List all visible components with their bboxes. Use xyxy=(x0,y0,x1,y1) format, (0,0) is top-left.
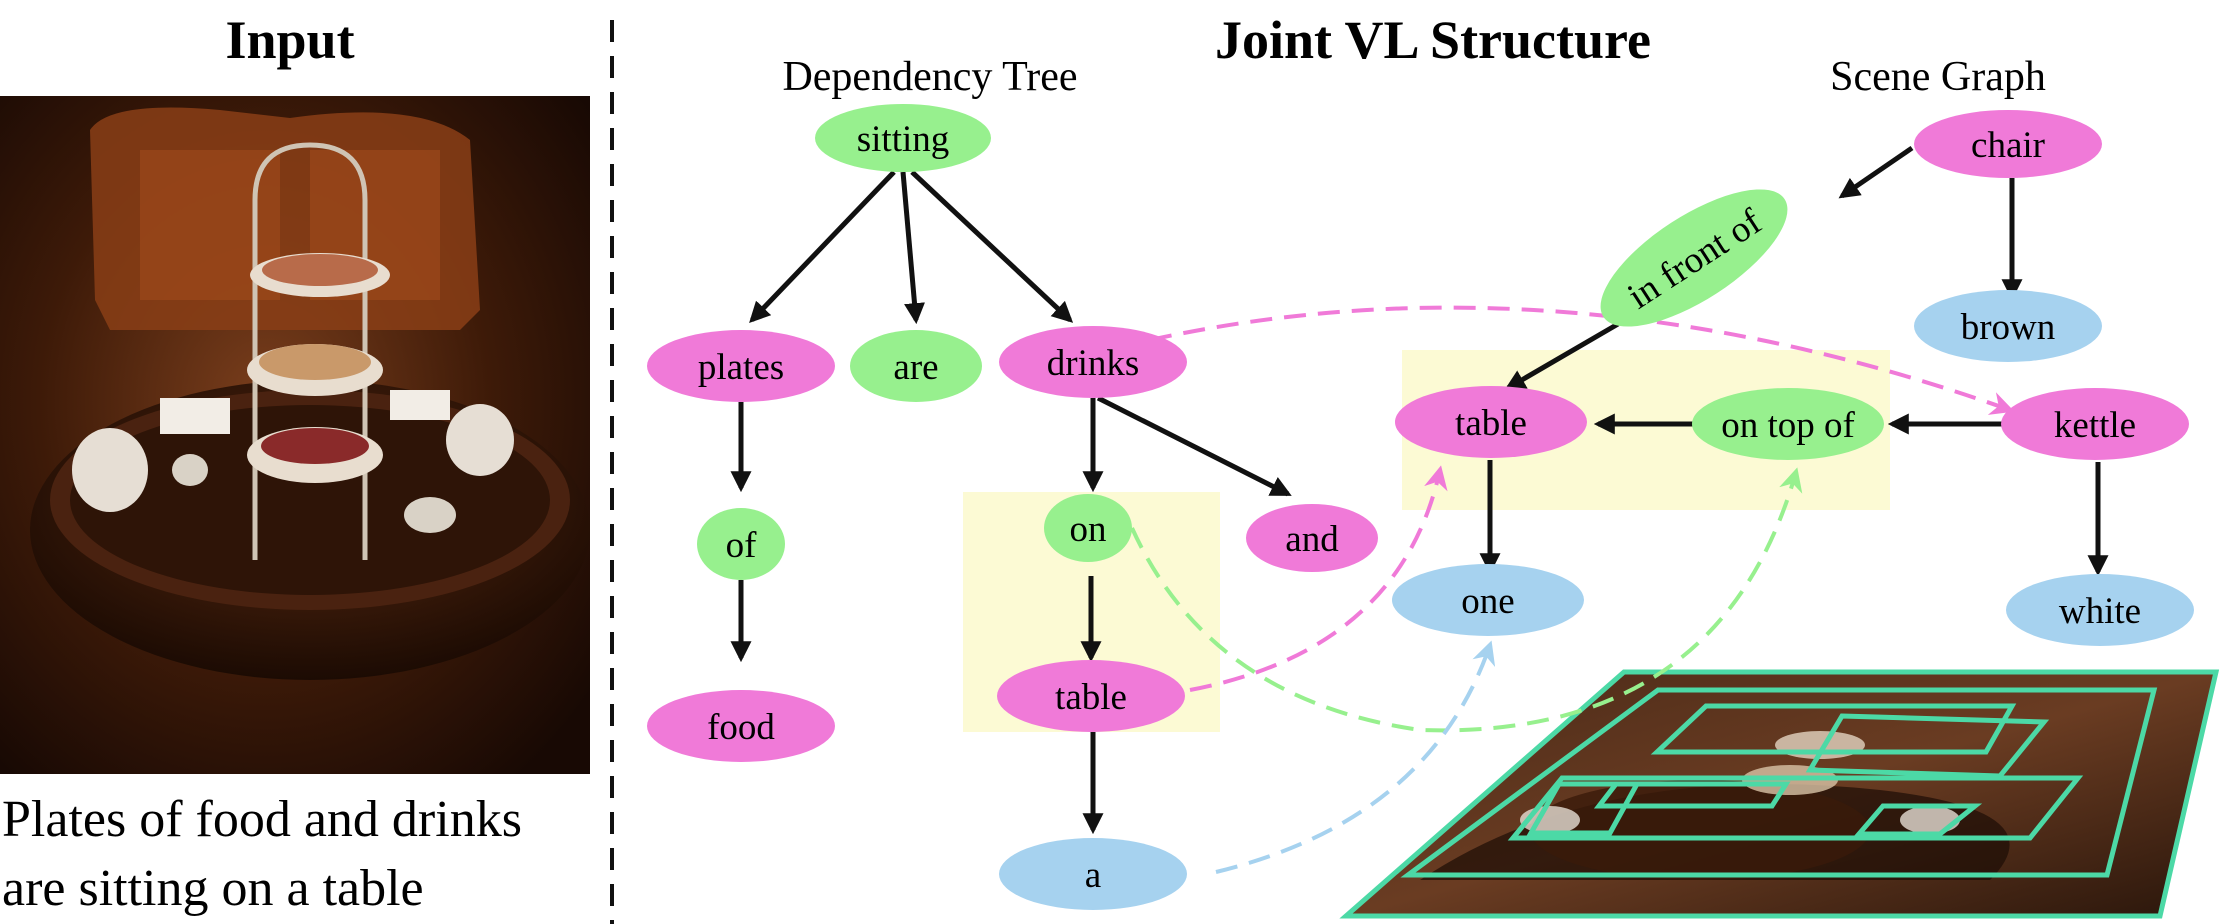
node-label: on xyxy=(1070,509,1107,550)
dep-node-plates: plates xyxy=(647,330,835,402)
node-label: on top of xyxy=(1721,405,1855,446)
dep-node-drinks: drinks xyxy=(999,326,1187,398)
sg-node-kettle: kettle xyxy=(2001,388,2189,460)
sg-node-brown: brown xyxy=(1914,290,2102,362)
sg-node-on-top-of: on top of xyxy=(1692,388,1884,460)
node-label: table xyxy=(1455,403,1527,444)
structure-edges xyxy=(730,145,2109,835)
node-label: sitting xyxy=(857,119,950,160)
node-label: one xyxy=(1461,581,1514,622)
input-caption-line1: Plates of food and drinks xyxy=(2,791,522,848)
node-label: kettle xyxy=(2054,405,2136,446)
node-label: and xyxy=(1285,519,1339,560)
alignment-a-one xyxy=(1215,640,1496,874)
dep-node-of: of xyxy=(697,508,785,580)
structure-nodes: sitting plates are drinks of food on and table a c… xyxy=(647,104,2194,910)
sg-node-chair: chair xyxy=(1914,110,2102,178)
node-label: table xyxy=(1055,677,1127,718)
node-label: drinks xyxy=(1047,343,1140,384)
node-label: are xyxy=(893,347,938,388)
dep-node-are: are xyxy=(850,330,982,402)
sg-node-one: one xyxy=(1392,564,1584,636)
dep-node-sitting: sitting xyxy=(815,104,991,172)
node-label: a xyxy=(1085,855,1101,896)
node-label: plates xyxy=(698,347,784,388)
node-label: food xyxy=(707,707,775,748)
input-photo xyxy=(0,96,590,774)
sg-node-in-front-of: in front of xyxy=(1600,189,1788,327)
dep-node-on: on xyxy=(1044,494,1132,562)
dep-node-a: a xyxy=(999,838,1187,910)
sg-node-white: white xyxy=(2006,574,2194,646)
dep-node-food: food xyxy=(647,690,835,762)
node-label: brown xyxy=(1961,307,2056,348)
node-label: of xyxy=(726,525,758,566)
node-label: chair xyxy=(1971,125,2045,166)
input-caption-line2: are sitting on a table xyxy=(2,860,424,917)
node-label: white xyxy=(2059,591,2141,632)
alignment-drinks-kettle xyxy=(1149,305,2015,415)
dep-node-and: and xyxy=(1246,504,1378,572)
scene-graph-label: Scene Graph xyxy=(1830,54,2046,100)
dependency-tree-label: Dependency Tree xyxy=(782,54,1077,100)
input-heading: Input xyxy=(225,10,354,70)
sg-node-table: table xyxy=(1395,386,1587,458)
structure-heading: Joint VL Structure xyxy=(1215,10,1651,70)
dep-node-table: table xyxy=(997,660,1185,732)
alignment-table-table xyxy=(1189,465,1448,692)
image-region-plane xyxy=(1339,669,2220,919)
